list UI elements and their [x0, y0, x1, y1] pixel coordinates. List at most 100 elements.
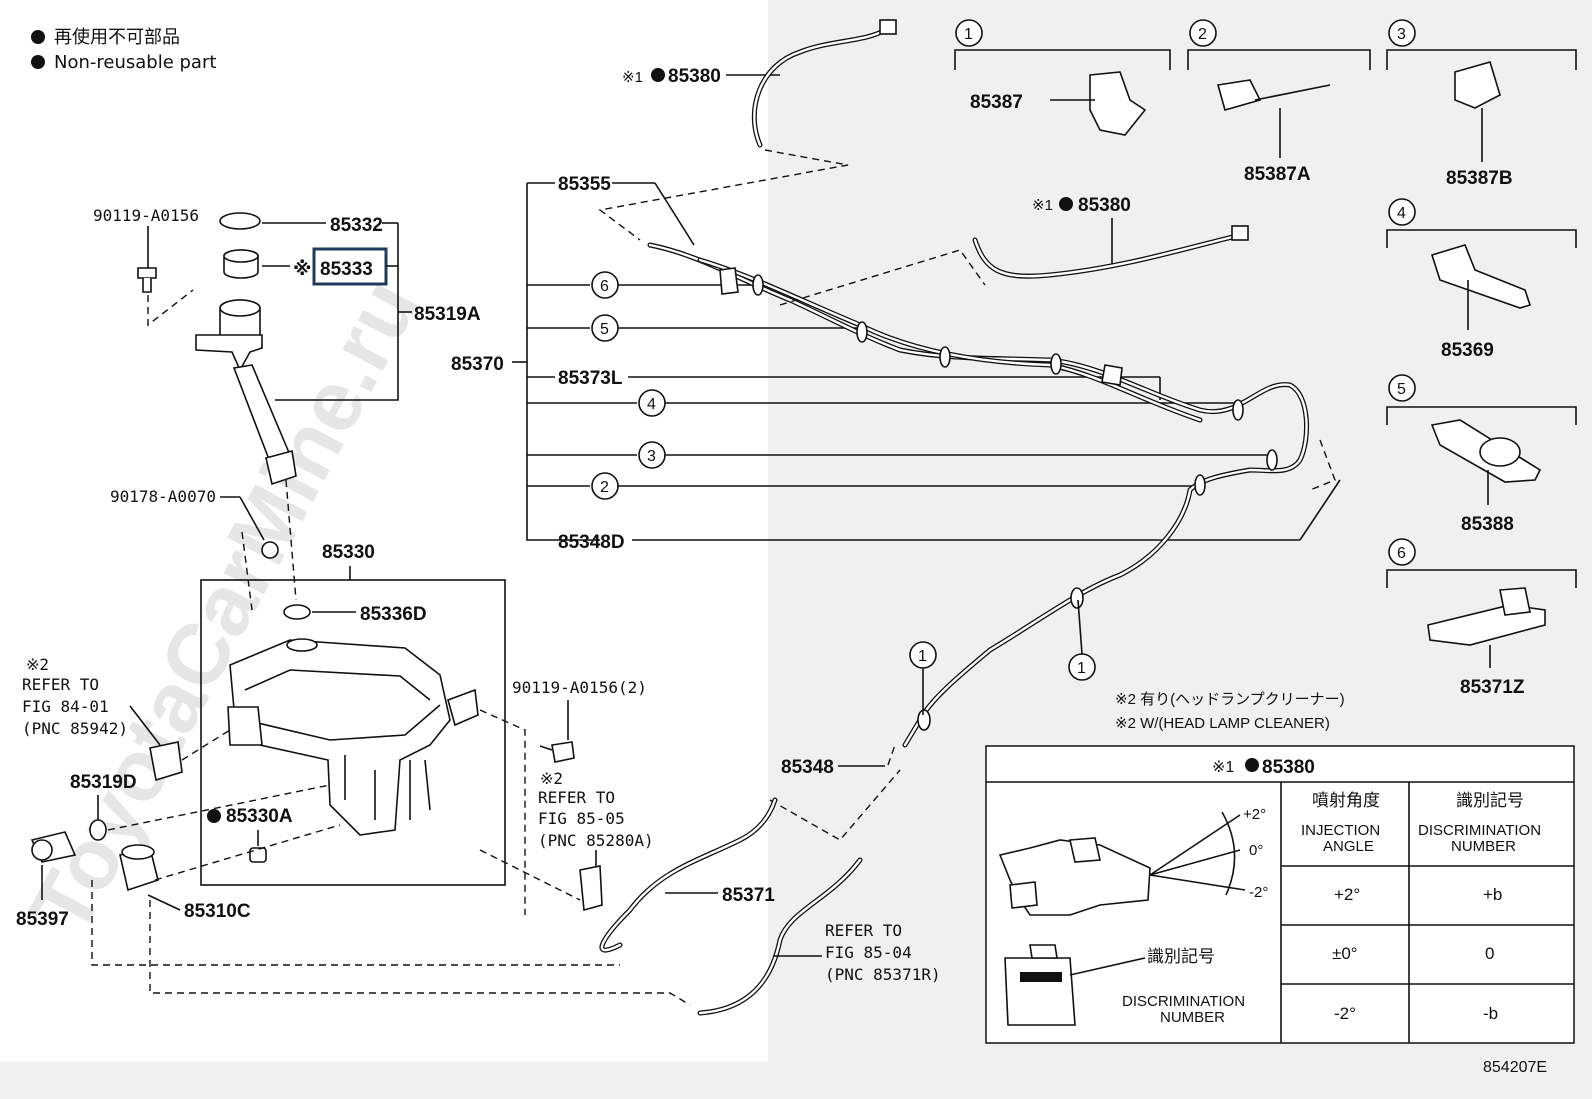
label-85371[interactable]: 85371: [722, 885, 775, 906]
label-85388[interactable]: 85388: [1461, 514, 1514, 535]
joint-a: [719, 267, 739, 295]
label-85355[interactable]: 85355: [558, 174, 611, 195]
detail-6-badge[interactable]: [1388, 538, 1416, 566]
pump-seal-part: [89, 819, 107, 841]
nonreusable-dot-85330a: [207, 809, 221, 823]
label-85387b[interactable]: 85387B: [1446, 168, 1513, 189]
fig-angle-zero: 0°: [1249, 842, 1263, 859]
reservoir-box: [200, 579, 506, 886]
detail-5-badge[interactable]: [1388, 374, 1416, 402]
label-85371z[interactable]: 85371Z: [1460, 677, 1525, 698]
detail-3-badge[interactable]: [1388, 19, 1416, 47]
bolt2-part: [539, 741, 575, 763]
legend-dot-jp: [31, 30, 45, 44]
ref-mid-line1[interactable]: REFER TO: [538, 788, 615, 807]
connector-part: [149, 741, 183, 782]
label-90119-a0156-2[interactable]: 90119-A0156(2): [512, 678, 647, 697]
col1-en-1: INJECTION: [1301, 822, 1380, 839]
main-hose: [647, 242, 1310, 748]
label-85330[interactable]: 85330: [322, 542, 375, 563]
tank-part: [227, 638, 479, 836]
detail-2-badge[interactable]: [1189, 19, 1217, 47]
callout-3-left-text: 3: [647, 448, 656, 465]
label-85336d[interactable]: 85336D: [360, 604, 427, 625]
label-85380-b-mark: ※1: [1032, 197, 1053, 214]
grommet-part: [261, 541, 279, 559]
label-85387[interactable]: 85387: [970, 92, 1023, 113]
col1-jp: 噴射角度: [1312, 791, 1380, 810]
clamp-1b: [917, 709, 931, 731]
fig-angle-minus: -2°: [1249, 884, 1268, 901]
label-90119-a0156[interactable]: 90119-A0156: [93, 206, 199, 225]
row3-angle: -2°: [1334, 1004, 1356, 1023]
ref-right-line1[interactable]: REFER TO: [825, 921, 902, 940]
col2-en-2: NUMBER: [1451, 838, 1516, 855]
pump-part: [119, 844, 159, 892]
ref-mid: ※2 REFER TO FIG 85-05 (PNC 85280A): [538, 769, 654, 850]
note-en: ※2 W/(HEAD LAMP CLEANER): [1115, 715, 1330, 732]
detail-4-badge-text: 4: [1397, 205, 1406, 222]
ref-left-line2[interactable]: FIG 84-01: [22, 697, 109, 716]
note-jp: ※2 有り(ヘッドランプクリーナー): [1115, 691, 1345, 708]
angle-table: ※1 85380 噴射角度 INJECTION ANGLE 識別記号 DISCR…: [985, 745, 1575, 1044]
callout-2-left-text: 2: [600, 479, 609, 496]
hose-assembly: ※1 85380 85355 6 5 85370 85373: [451, 19, 1341, 1016]
row1-mark: +b: [1483, 885, 1502, 904]
callout-6-left-text: 6: [600, 278, 609, 295]
table-title-dot: [1245, 758, 1259, 772]
callout-1-right-text: 1: [1077, 660, 1086, 677]
col2-jp: 識別記号: [1456, 791, 1524, 810]
detail-clips: 1 85387 2 85387A 3 85387B 4: [954, 19, 1577, 698]
row2-mark: 0: [1485, 944, 1494, 963]
clamp-5: [856, 321, 868, 343]
ref-left-mark: ※2: [26, 655, 49, 674]
ref-left-line1[interactable]: REFER TO: [22, 675, 99, 694]
label-85348d[interactable]: 85348D: [558, 532, 625, 553]
ref-mid-line3[interactable]: (PNC 85280A): [538, 831, 654, 850]
label-85397[interactable]: 85397: [16, 909, 69, 930]
detail-1-badge[interactable]: [955, 19, 983, 47]
label-85333[interactable]: 85333: [320, 259, 373, 280]
nonreusable-dot-85380-b: [1059, 197, 1073, 211]
label-85310c[interactable]: 85310C: [184, 901, 251, 922]
ref-mid-line2[interactable]: FIG 85-05: [538, 809, 625, 828]
label-85387a[interactable]: 85387A: [1244, 164, 1311, 185]
col1-en-2: ANGLE: [1323, 838, 1374, 855]
label-85348[interactable]: 85348: [781, 757, 834, 778]
label-85330a[interactable]: 85330A: [226, 806, 293, 827]
nozzle-figure: +2° 0° -2° 識別記号 DISCRIMINATION NUMBER: [998, 806, 1268, 1026]
label-85369[interactable]: 85369: [1441, 340, 1494, 361]
label-85370[interactable]: 85370: [451, 354, 504, 375]
ref-left: ※2 REFER TO FIG 84-01 (PNC 85942): [22, 655, 231, 782]
label-85373l[interactable]: 85373L: [558, 368, 623, 389]
detail-1-badge-text: 1: [964, 26, 973, 43]
legend-jp: 再使用不可部品: [54, 27, 180, 48]
table-title-part[interactable]: 85380: [1262, 757, 1315, 778]
label-85380-a[interactable]: 85380: [668, 66, 721, 87]
filler-neck-part: [195, 299, 297, 486]
ref-right-line2[interactable]: FIG 85-04: [825, 943, 912, 962]
bushing-part: [249, 847, 267, 863]
ref-right-line3[interactable]: (PNC 85371R): [825, 965, 941, 984]
nozzle-hose-b: [972, 232, 1243, 279]
label-85319a[interactable]: 85319A: [414, 304, 481, 325]
detail-2-badge-text: 2: [1198, 26, 1207, 43]
clamp-b: [1050, 353, 1062, 375]
fig-label-jp: 識別記号: [1147, 947, 1215, 966]
clip-85387b: [1454, 61, 1501, 109]
fig-label-en-1: DISCRIMINATION: [1122, 993, 1245, 1010]
label-90178-a0070[interactable]: 90178-A0070: [110, 487, 216, 506]
label-85319d[interactable]: 85319D: [70, 772, 137, 793]
label-85380-b[interactable]: 85380: [1078, 195, 1131, 216]
label-85332[interactable]: 85332: [330, 215, 383, 236]
clip-85369: [1430, 244, 1532, 309]
callout-5-left-text: 5: [600, 321, 609, 338]
ref-mid-mark: ※2: [540, 769, 563, 788]
legend-en: Non-reusable part: [54, 52, 216, 73]
detail-4-badge[interactable]: [1388, 198, 1416, 226]
detail-6-badge-text: 6: [1397, 545, 1406, 562]
ref-left-line3[interactable]: (PNC 85942): [22, 719, 128, 738]
fig-angle-plus: +2°: [1243, 806, 1266, 823]
